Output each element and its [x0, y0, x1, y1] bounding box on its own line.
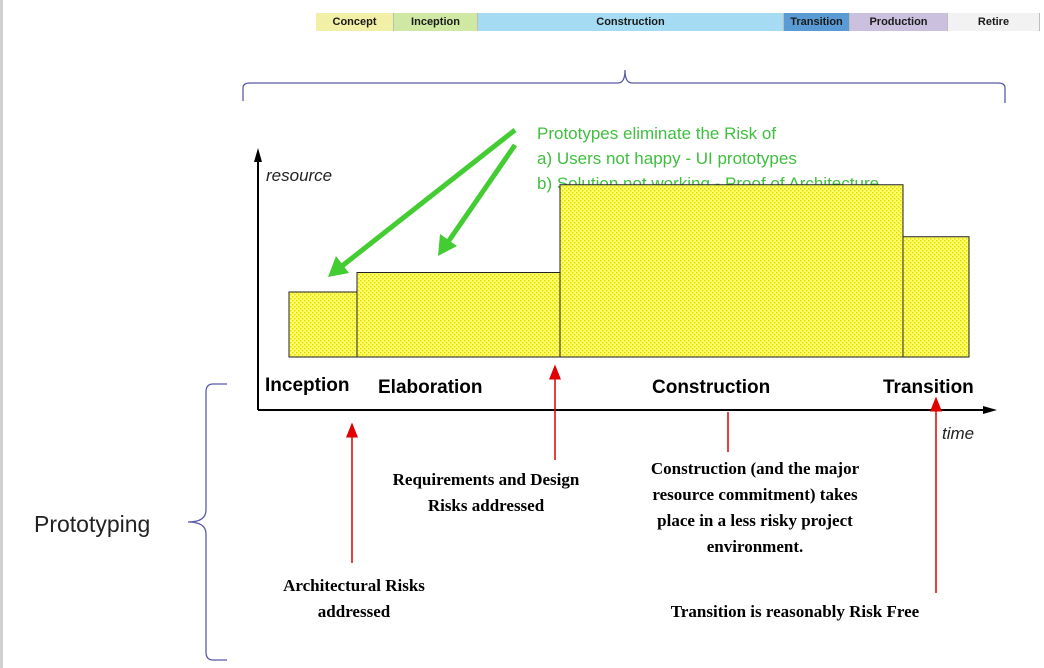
x-axis-label: time [942, 424, 974, 443]
lifecycle-phase-transition: Transition [784, 13, 850, 31]
phase-block-inception [288, 291, 358, 358]
annotation-construction-line-1: Construction (and the major [651, 459, 860, 478]
annotation-transition: Transition is reasonably Risk Free [671, 602, 920, 621]
top-brace [242, 69, 1006, 103]
lifecycle-strip: Concept Inception Construction Transitio… [316, 13, 1040, 31]
annotation-construction-line-3: place in a less risky project [657, 511, 853, 530]
lifecycle-phase-inception: Inception [394, 13, 478, 31]
phase-block-construction [559, 184, 904, 358]
prototypes-note-line-2: a) Users not happy - UI prototypes [537, 149, 797, 168]
phase-block-elaboration [356, 272, 561, 358]
prototyping-label: Prototyping [34, 511, 150, 537]
x-axis-arrowhead [983, 406, 997, 414]
lifecycle-phase-production: Production [850, 13, 948, 31]
annotation-requirements-line-1: Requirements and Design [393, 470, 580, 489]
phase-block-transition [902, 236, 970, 358]
lifecycle-phase-retire: Retire [948, 13, 1040, 31]
phase-label-transition: Transition [883, 377, 974, 398]
y-axis-arrowhead [254, 148, 262, 162]
annotation-construction-line-2: resource commitment) takes [652, 485, 858, 504]
phase-label-inception: Inception [265, 375, 349, 396]
annotation-architectural-line-2: addressed [318, 602, 391, 621]
green-arrow-proof-of-architecture [438, 143, 518, 256]
lifecycle-phase-concept: Concept [316, 13, 394, 31]
left-edge-bar [0, 0, 3, 668]
left-brace [187, 383, 227, 661]
prototypes-note-line-1: Prototypes eliminate the Risk of [537, 124, 776, 143]
annotation-construction-line-4: environment. [707, 537, 804, 556]
y-axis-label: resource [266, 166, 332, 185]
annotation-architectural-line-1: Architectural Risks [283, 576, 425, 595]
lifecycle-phase-construction: Construction [478, 13, 784, 31]
annotation-requirements-line-2: Risks addressed [428, 496, 545, 515]
phase-label-elaboration: Elaboration [378, 377, 483, 398]
phase-label-construction: Construction [652, 377, 770, 398]
green-arrow-ui-prototypes [328, 128, 517, 277]
